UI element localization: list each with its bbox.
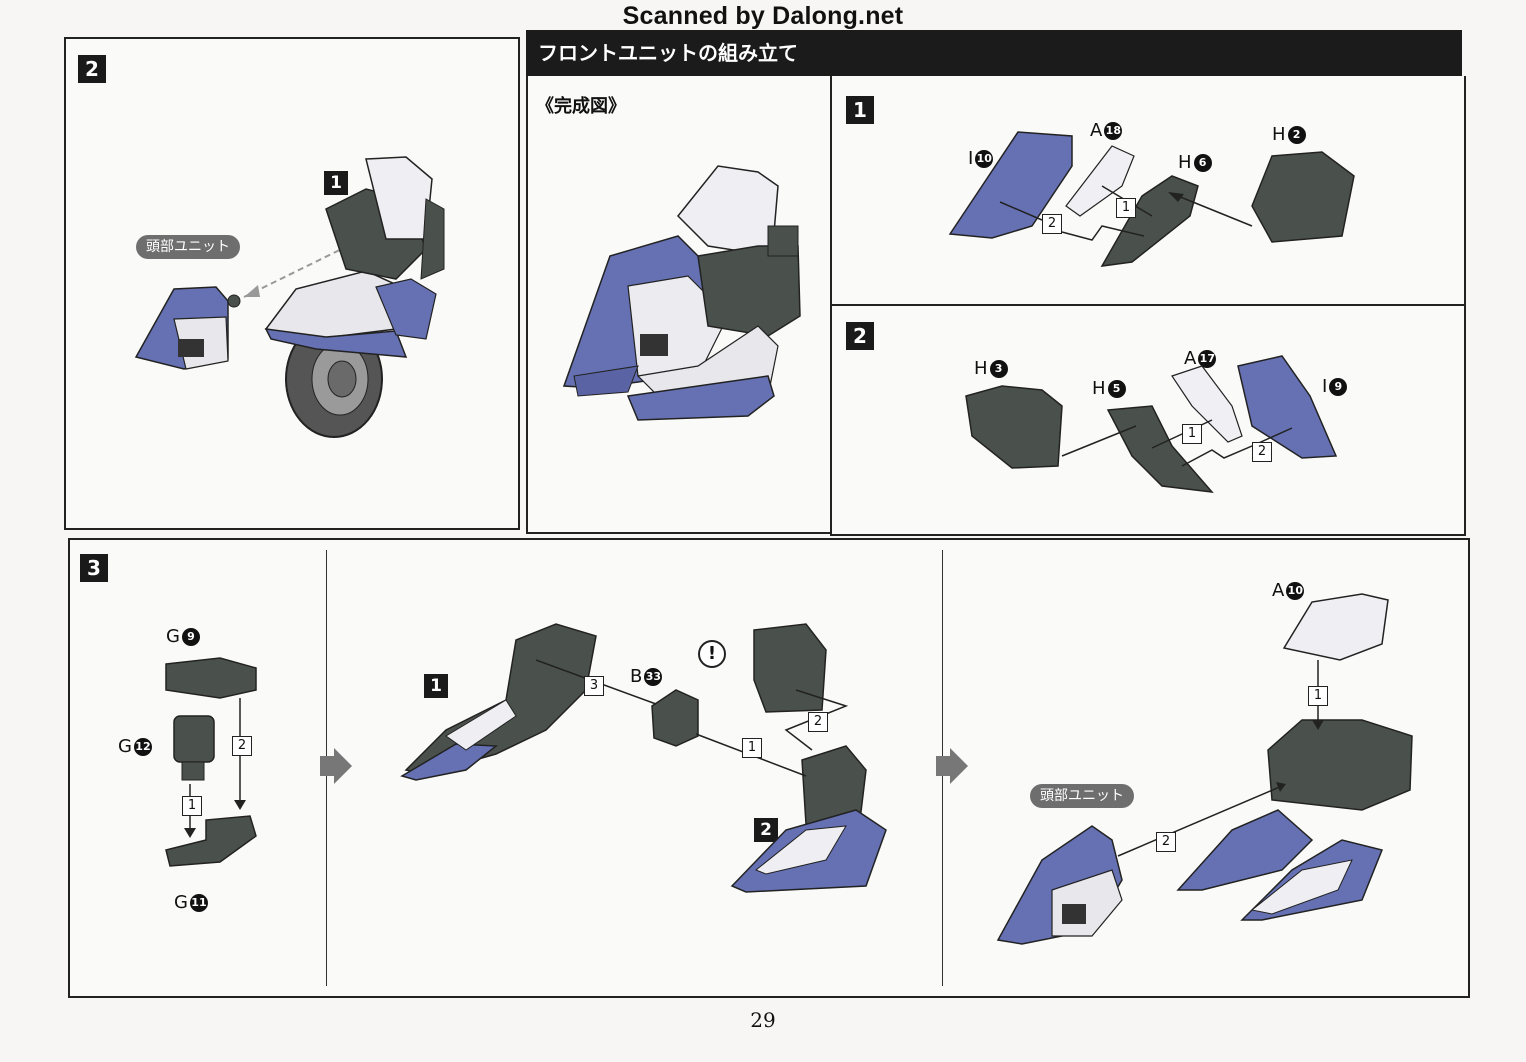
- order-1: 1: [742, 738, 762, 758]
- completed-label: 《完成図》: [536, 96, 626, 117]
- step2-panel: 2 1 頭部ユニット: [64, 37, 520, 530]
- order-3: 3: [584, 676, 604, 696]
- completed-front-unit-illustration: [562, 165, 801, 421]
- completed-view-panel: 《完成図》: [526, 76, 834, 534]
- order-2: 2: [1252, 442, 1272, 462]
- step-number: 2: [846, 322, 874, 350]
- sub-step-number: 1: [324, 171, 348, 195]
- order-1: 1: [1308, 686, 1328, 706]
- step-number: 1: [846, 96, 874, 124]
- caution-icon: !: [698, 640, 726, 668]
- order-1: 1: [1182, 424, 1202, 444]
- page-number: 29: [750, 1008, 776, 1032]
- order-1: 1: [182, 796, 202, 816]
- next-arrow-2: [936, 748, 968, 784]
- sub1-parts-illustration: [948, 131, 1355, 267]
- order-2: 2: [1156, 832, 1176, 852]
- order-2: 2: [232, 736, 252, 756]
- assembly-1-badge: 1: [424, 674, 448, 698]
- order-1: 1: [1116, 198, 1136, 218]
- order-2: 2: [808, 712, 828, 732]
- step3b-parts-illustration: [400, 623, 887, 893]
- step3a-parts-illustration: [165, 657, 257, 867]
- head-unit-label: 頭部ユニット: [136, 235, 240, 259]
- next-arrow-1: [320, 748, 352, 784]
- scanner-credit: Scanned by Dalong.net: [622, 2, 904, 30]
- step3c-parts-illustration: [996, 593, 1413, 945]
- assembly-2-badge: 2: [754, 818, 778, 842]
- order-2: 2: [1042, 214, 1062, 234]
- step-number: 3: [80, 554, 108, 582]
- head-unit-label: 頭部ユニット: [1030, 784, 1134, 808]
- step-number: 2: [78, 55, 106, 83]
- step2-bike-illustration: [134, 156, 445, 438]
- section-title: フロントユニットの組み立て: [526, 30, 1462, 76]
- sub2-parts-illustration: [965, 355, 1338, 493]
